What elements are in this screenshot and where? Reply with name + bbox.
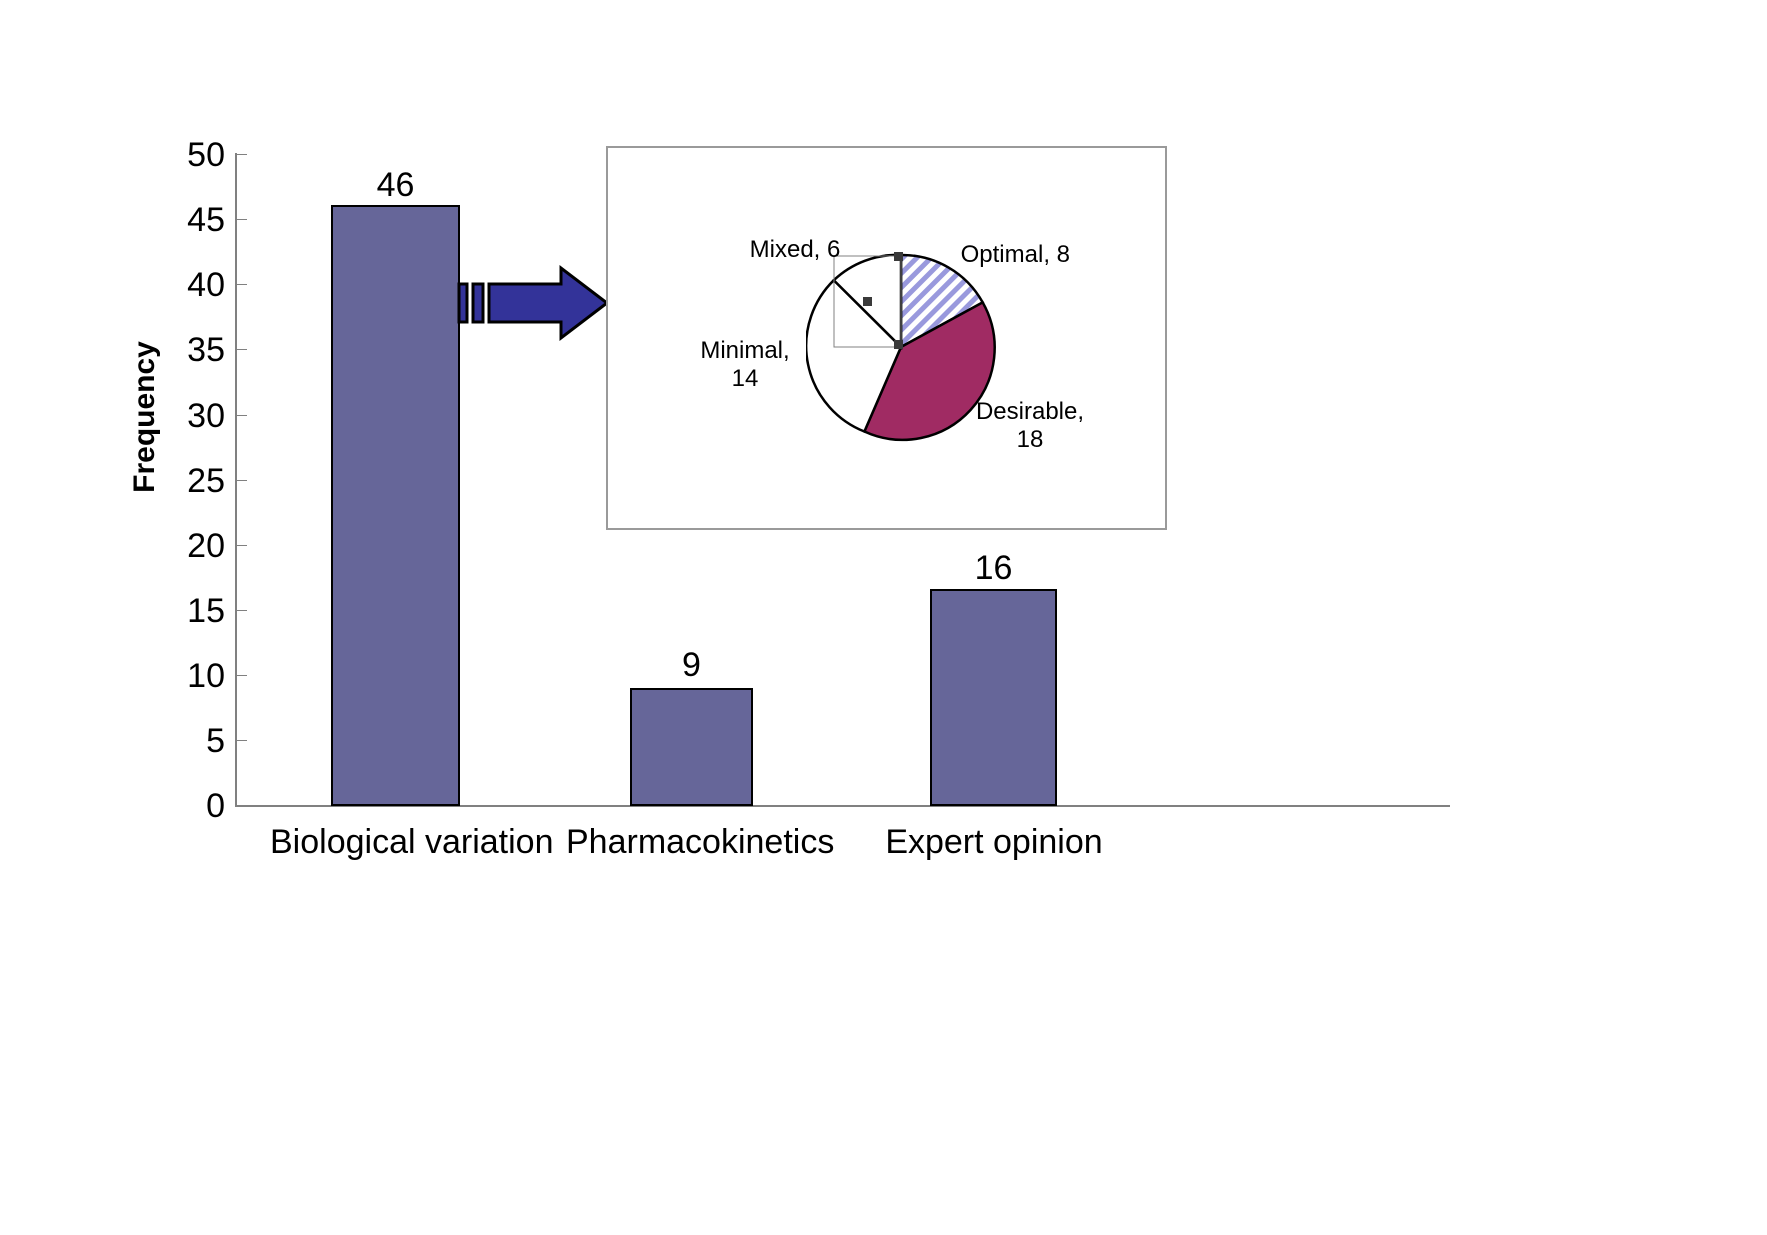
y-tick-mark-35 xyxy=(235,349,247,350)
x-axis-line xyxy=(235,805,1450,807)
bar-value-pharmacokinetics: 9 xyxy=(682,646,701,684)
pie-chart xyxy=(806,252,996,442)
selection-handle-icon[interactable] xyxy=(894,252,903,261)
y-tick-label-15: 15 xyxy=(187,592,225,630)
y-tick-label-40: 40 xyxy=(187,266,225,304)
y-tick-mark-20 xyxy=(235,545,247,546)
y-tick-label-50: 50 xyxy=(187,136,225,174)
y-tick-label-30: 30 xyxy=(187,397,225,435)
selection-bounding-box xyxy=(833,255,902,348)
selection-handle-icon[interactable] xyxy=(894,340,903,349)
pointer-arrow-icon xyxy=(457,264,610,342)
bar-value-biological-variation: 46 xyxy=(376,166,415,204)
pie-label-minimal: Minimal, 14 xyxy=(700,337,790,392)
y-tick-label-10: 10 xyxy=(187,657,225,695)
y-tick-mark-30 xyxy=(235,415,247,416)
y-tick-mark-5 xyxy=(235,740,247,741)
y-tick-label-35: 35 xyxy=(187,331,225,369)
y-tick-label-25: 25 xyxy=(187,462,225,500)
bar-pharmacokinetics[interactable] xyxy=(630,688,753,806)
pie-label-mixed: Mixed, 6 xyxy=(749,236,841,263)
y-tick-mark-45 xyxy=(235,219,247,220)
y-tick-mark-15 xyxy=(235,610,247,611)
y-tick-mark-50 xyxy=(235,154,247,155)
y-tick-mark-40 xyxy=(235,284,247,285)
y-tick-mark-10 xyxy=(235,675,247,676)
pie-label-optimal: Optimal, 8 xyxy=(960,241,1070,268)
y-tick-label-0: 0 xyxy=(206,787,225,825)
y-tick-mark-25 xyxy=(235,480,247,481)
bar-value-expert-opinion: 16 xyxy=(974,549,1013,587)
y-axis-line xyxy=(235,153,237,806)
bar-biological-variation[interactable] xyxy=(331,205,460,806)
y-tick-label-5: 5 xyxy=(206,722,225,760)
pie-slice-desirable[interactable] xyxy=(862,300,996,442)
bar-expert-opinion[interactable] xyxy=(930,589,1057,806)
y-tick-label-45: 45 xyxy=(187,201,225,239)
pie-label-desirable: Desirable, 18 xyxy=(975,398,1085,453)
selection-handle-icon[interactable] xyxy=(863,297,872,306)
pie-slice-minimal[interactable] xyxy=(806,278,903,434)
x-category-label-pharmacokinetics: Pharmacokinetics xyxy=(566,823,835,861)
x-category-label-expert-opinion: Expert opinion xyxy=(885,823,1103,861)
pie-slice-optimal[interactable] xyxy=(899,253,985,350)
y-tick-label-20: 20 xyxy=(187,527,225,565)
x-category-label-biological-variation: Biological variation xyxy=(270,823,554,861)
